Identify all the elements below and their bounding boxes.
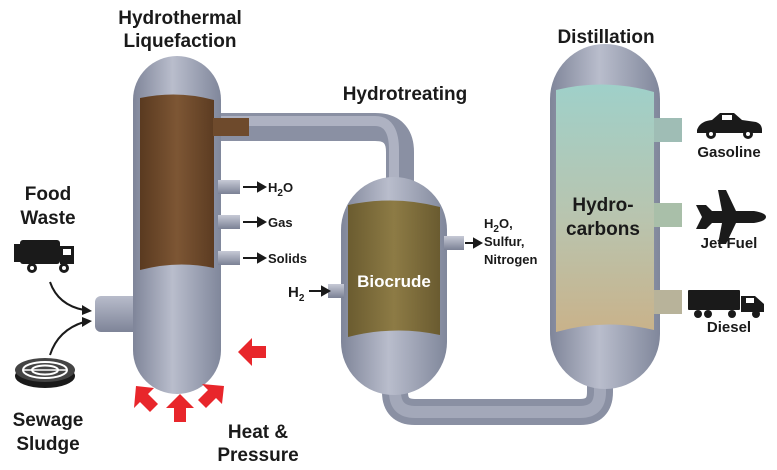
sewage-sludge-label-line2: Sludge <box>16 434 79 455</box>
htl-output-solids: Solids <box>268 251 307 266</box>
heat-pressure-label-line2: Pressure <box>217 445 298 466</box>
distillation-title: Distillation <box>557 27 654 48</box>
hydrotreater-outlet-nozzle <box>444 236 464 250</box>
htl-biocrude-fill <box>140 94 214 270</box>
distillation-column <box>550 44 660 389</box>
hydrogen-inlet-nozzle <box>328 284 344 298</box>
feed-arrows <box>49 281 85 356</box>
heat-arrow-right-diag <box>198 384 224 408</box>
htl-output-water: H2O <box>268 180 293 199</box>
htl-output-gas: Gas <box>268 215 293 230</box>
hydrocarbons-fill <box>556 84 654 332</box>
sewage-drain-icon <box>15 358 75 388</box>
garbage-truck-icon <box>14 240 74 273</box>
htl-title-line2: Liquefaction <box>124 31 237 52</box>
food-waste-label-line2: Waste <box>20 208 75 229</box>
hydrotreater-arrows <box>309 237 484 297</box>
hydrotreating-output-line3: Nitrogen <box>484 252 538 267</box>
hydrocarbons-label-line1: Hydro- <box>572 195 633 216</box>
hydrotreater-vessel <box>341 177 447 395</box>
sewage-sludge-label-line1: Sewage <box>13 410 84 431</box>
airplane-icon <box>696 190 766 244</box>
hydrotreating-title: Hydrotreating <box>343 84 468 105</box>
hydrotreating-output-line2: Sulfur, <box>484 234 524 249</box>
hydrotreating-output-line1: H2O, <box>484 216 513 235</box>
htl-inlet-pipe <box>95 296 140 332</box>
heat-arrow-right <box>238 338 266 366</box>
truck-icon <box>688 290 764 318</box>
heat-pressure-label-line1: Heat & <box>228 422 288 443</box>
heat-arrow-bottom <box>166 394 194 422</box>
htl-nozzles <box>218 180 240 265</box>
htl-vessel <box>133 56 249 394</box>
heat-arrows <box>134 338 266 422</box>
food-waste-label-line1: Food <box>25 184 71 205</box>
product-jet-fuel-label: Jet Fuel <box>701 235 758 252</box>
hydrogen-input-label: H2 <box>288 284 305 304</box>
htl-title-line1: Hydrothermal <box>118 8 242 29</box>
distillation-nozzles <box>654 118 682 314</box>
product-gasoline-label: Gasoline <box>697 144 760 161</box>
heat-arrow-left-diag <box>134 386 158 412</box>
htl-output-arrows <box>243 181 268 264</box>
car-icon <box>697 113 762 139</box>
product-diesel-label: Diesel <box>707 319 751 336</box>
hydrocarbons-label-line2: carbons <box>566 219 640 240</box>
biocrude-label: Biocrude <box>357 272 431 291</box>
biocrude-fill <box>348 200 440 337</box>
